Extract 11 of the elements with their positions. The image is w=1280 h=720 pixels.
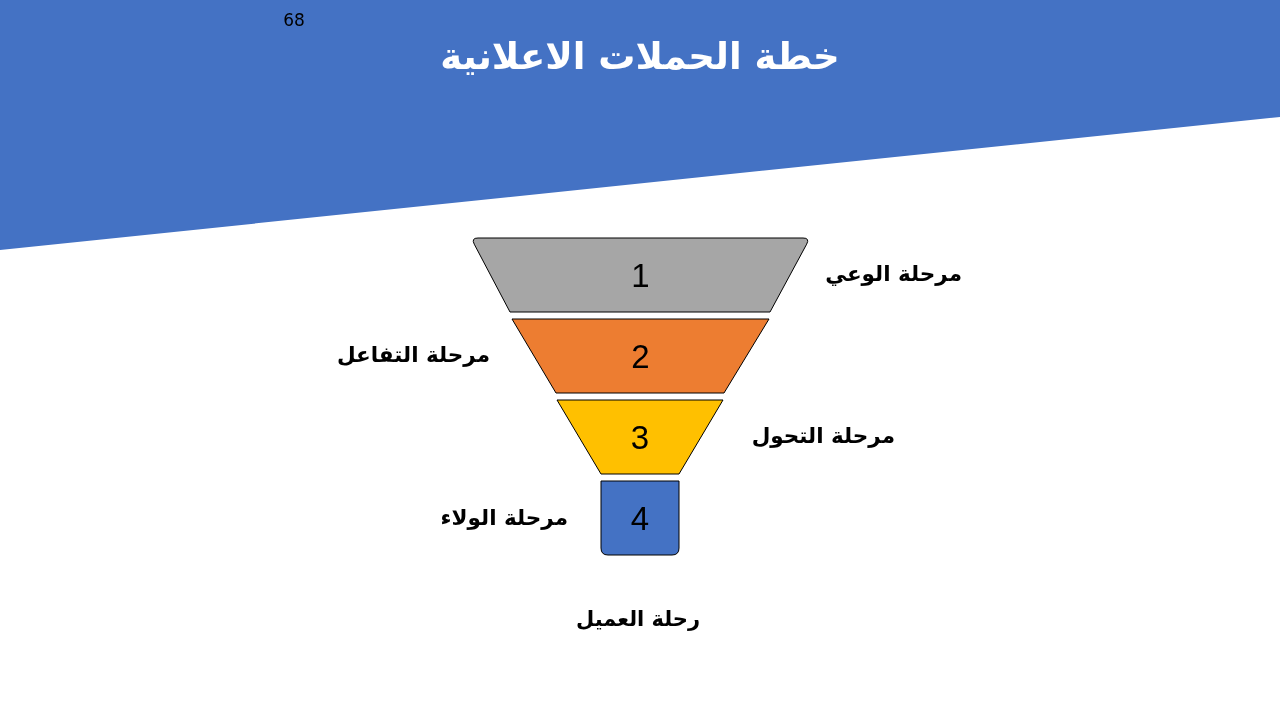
funnel-segment: 4 bbox=[600, 480, 680, 556]
stage-label: مرحلة التحول bbox=[751, 423, 895, 449]
funnel-segment: 2 bbox=[511, 318, 770, 394]
stage-label: مرحلة التفاعل bbox=[336, 342, 490, 368]
funnel-segment: 3 bbox=[556, 399, 724, 475]
funnel-segment: 1 bbox=[470, 237, 811, 313]
page-number: 68 bbox=[283, 9, 305, 31]
caption: رحلة العميل bbox=[575, 607, 701, 633]
stage-label: مرحلة الوعي bbox=[825, 261, 962, 287]
title: خطة الحملات الاعلانية bbox=[440, 35, 840, 80]
stage-label: مرحلة الولاء bbox=[440, 505, 568, 531]
